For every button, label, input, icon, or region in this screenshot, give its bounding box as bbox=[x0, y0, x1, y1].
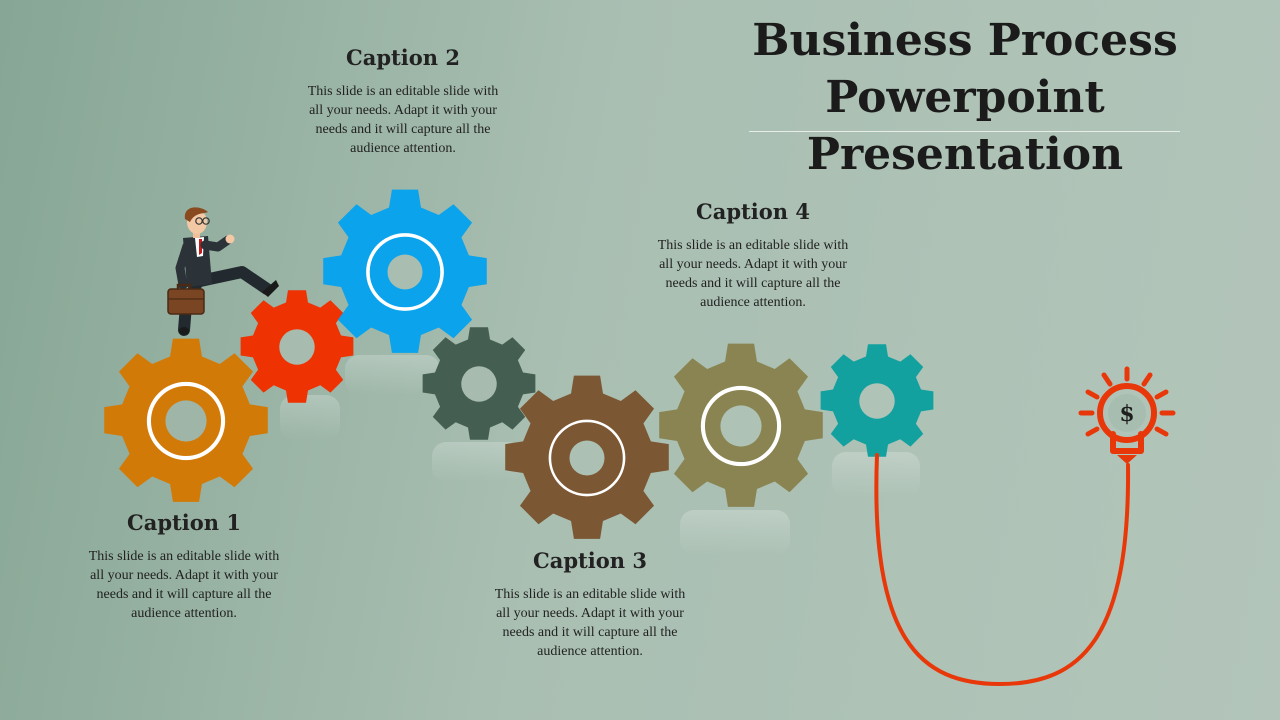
gear-orange bbox=[104, 338, 268, 502]
caption-3: Caption 3 This slide is an editable slid… bbox=[490, 547, 690, 661]
caption-3-body: This slide is an editable slide with all… bbox=[494, 587, 686, 659]
slide-title-line2: Powerpoint Presentation bbox=[806, 72, 1124, 180]
gear-olive bbox=[659, 343, 823, 507]
businessman-figure bbox=[167, 207, 279, 336]
caption-1-body: This slide is an editable slide with all… bbox=[88, 549, 280, 621]
title-divider bbox=[749, 131, 1180, 132]
gear-reflections bbox=[280, 355, 920, 555]
gear-blue bbox=[323, 189, 487, 353]
gear-dark-green bbox=[422, 327, 536, 440]
bulb-cable bbox=[874, 453, 1131, 687]
caption-4-heading: Caption 4 bbox=[696, 199, 810, 224]
gear-red bbox=[240, 290, 354, 403]
caption-4: Caption 4 This slide is an editable slid… bbox=[653, 198, 853, 312]
slide-title: Business Process Powerpoint Presentation bbox=[660, 12, 1270, 183]
gear-brown bbox=[505, 375, 669, 539]
gear-teal bbox=[820, 344, 934, 457]
caption-4-body: This slide is an editable slide with all… bbox=[657, 238, 849, 310]
caption-2-heading: Caption 2 bbox=[346, 45, 460, 70]
dollar-symbol: $ bbox=[1119, 401, 1134, 427]
caption-2-body: This slide is an editable slide with all… bbox=[307, 84, 499, 156]
caption-2: Caption 2 This slide is an editable slid… bbox=[303, 44, 503, 158]
caption-1-heading: Caption 1 bbox=[127, 510, 241, 535]
slide-title-line1: Business Process bbox=[752, 15, 1178, 66]
caption-3-heading: Caption 3 bbox=[533, 548, 647, 573]
lightbulb-icon bbox=[1078, 366, 1176, 464]
caption-1: Caption 1 This slide is an editable slid… bbox=[84, 509, 284, 623]
